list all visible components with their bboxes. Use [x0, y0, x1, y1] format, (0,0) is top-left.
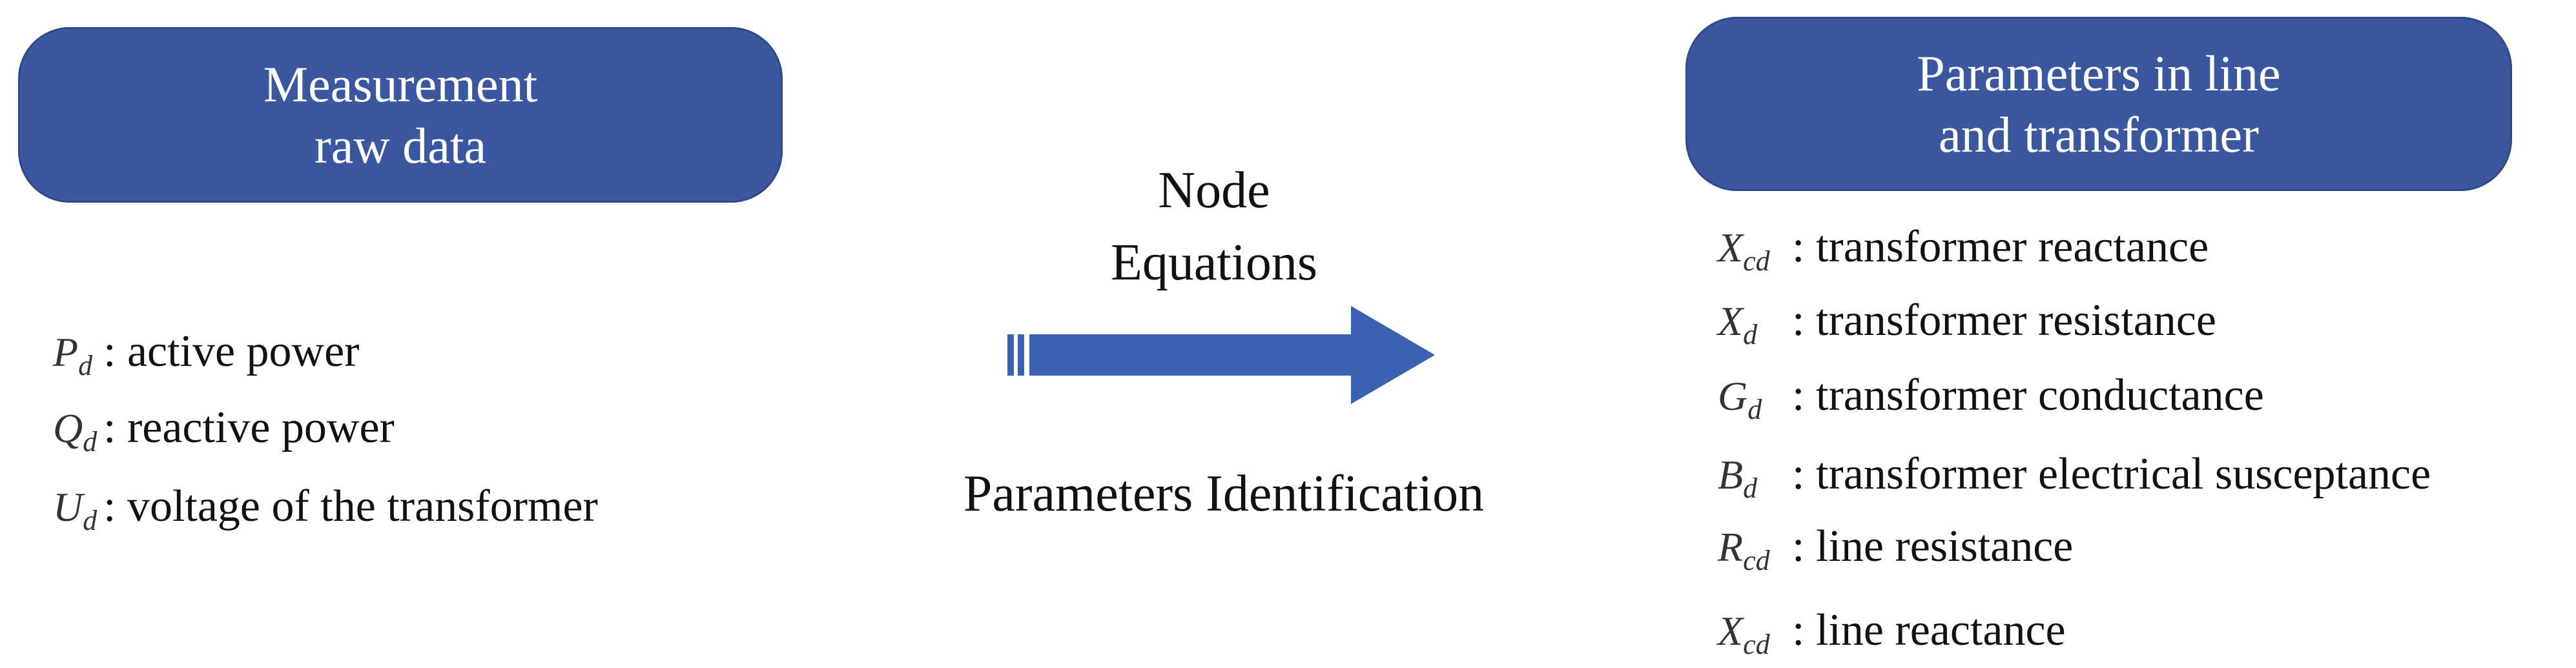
measurement-raw-data-box: Measurement raw data — [18, 27, 783, 203]
parameters-identification-label: Parameters Identification — [963, 465, 1485, 522]
parameters-box: Parameters in line and transformer — [1685, 17, 2512, 191]
list-item: Rcd : line resistance — [1679, 524, 2073, 575]
right-box-line1: Parameters in line — [1917, 45, 2281, 101]
variable-symbol: Xcd — [1718, 608, 1770, 660]
node-label: Node — [1158, 162, 1270, 219]
variable-description: : transformer reactance — [1792, 222, 2209, 272]
equations-label: Equations — [1111, 234, 1317, 291]
variable-description: : reactive power — [103, 403, 395, 452]
variable-description: : transformer resistance — [1792, 296, 2216, 345]
variable-symbol: Ud — [53, 484, 98, 536]
left-box-line1: Measurement — [263, 56, 538, 112]
variable-description: : line resistance — [1792, 521, 2074, 571]
variable-description: : transformer conductance — [1792, 370, 2264, 420]
list-item: Gd : transformer conductance — [1679, 373, 2264, 424]
list-item: Xd : transformer resistance — [1679, 298, 2216, 349]
variable-symbol: Qd — [53, 405, 98, 458]
left-box-line2: raw data — [314, 117, 487, 174]
list-item: Qd : reactive power — [0, 405, 395, 456]
variable-symbol: Bd — [1718, 452, 1758, 504]
right-arrow-icon — [1007, 306, 1435, 404]
variable-symbol: Pd — [53, 329, 93, 381]
variable-symbol: Xcd — [1718, 225, 1770, 277]
list-item: Pd : active power — [0, 329, 359, 380]
variable-description: : transformer electrical susceptance — [1792, 449, 2431, 499]
list-item: Xcd : transformer reactance — [1679, 225, 2209, 276]
list-item: Bd : transformer electrical susceptance — [1679, 452, 2431, 503]
list-item: Ud : voltage of the transformer — [0, 484, 598, 535]
variable-symbol: Rcd — [1718, 524, 1770, 576]
variable-symbol: Gd — [1718, 373, 1762, 425]
variable-description: : voltage of the transformer — [103, 481, 598, 531]
variable-description: : active power — [103, 327, 360, 376]
right-box-line2: and transformer — [1939, 106, 2259, 163]
variable-symbol: Xd — [1718, 298, 1758, 350]
list-item: Xcd : line reactance — [1679, 608, 2066, 659]
variable-description: : line reactance — [1792, 605, 2066, 655]
